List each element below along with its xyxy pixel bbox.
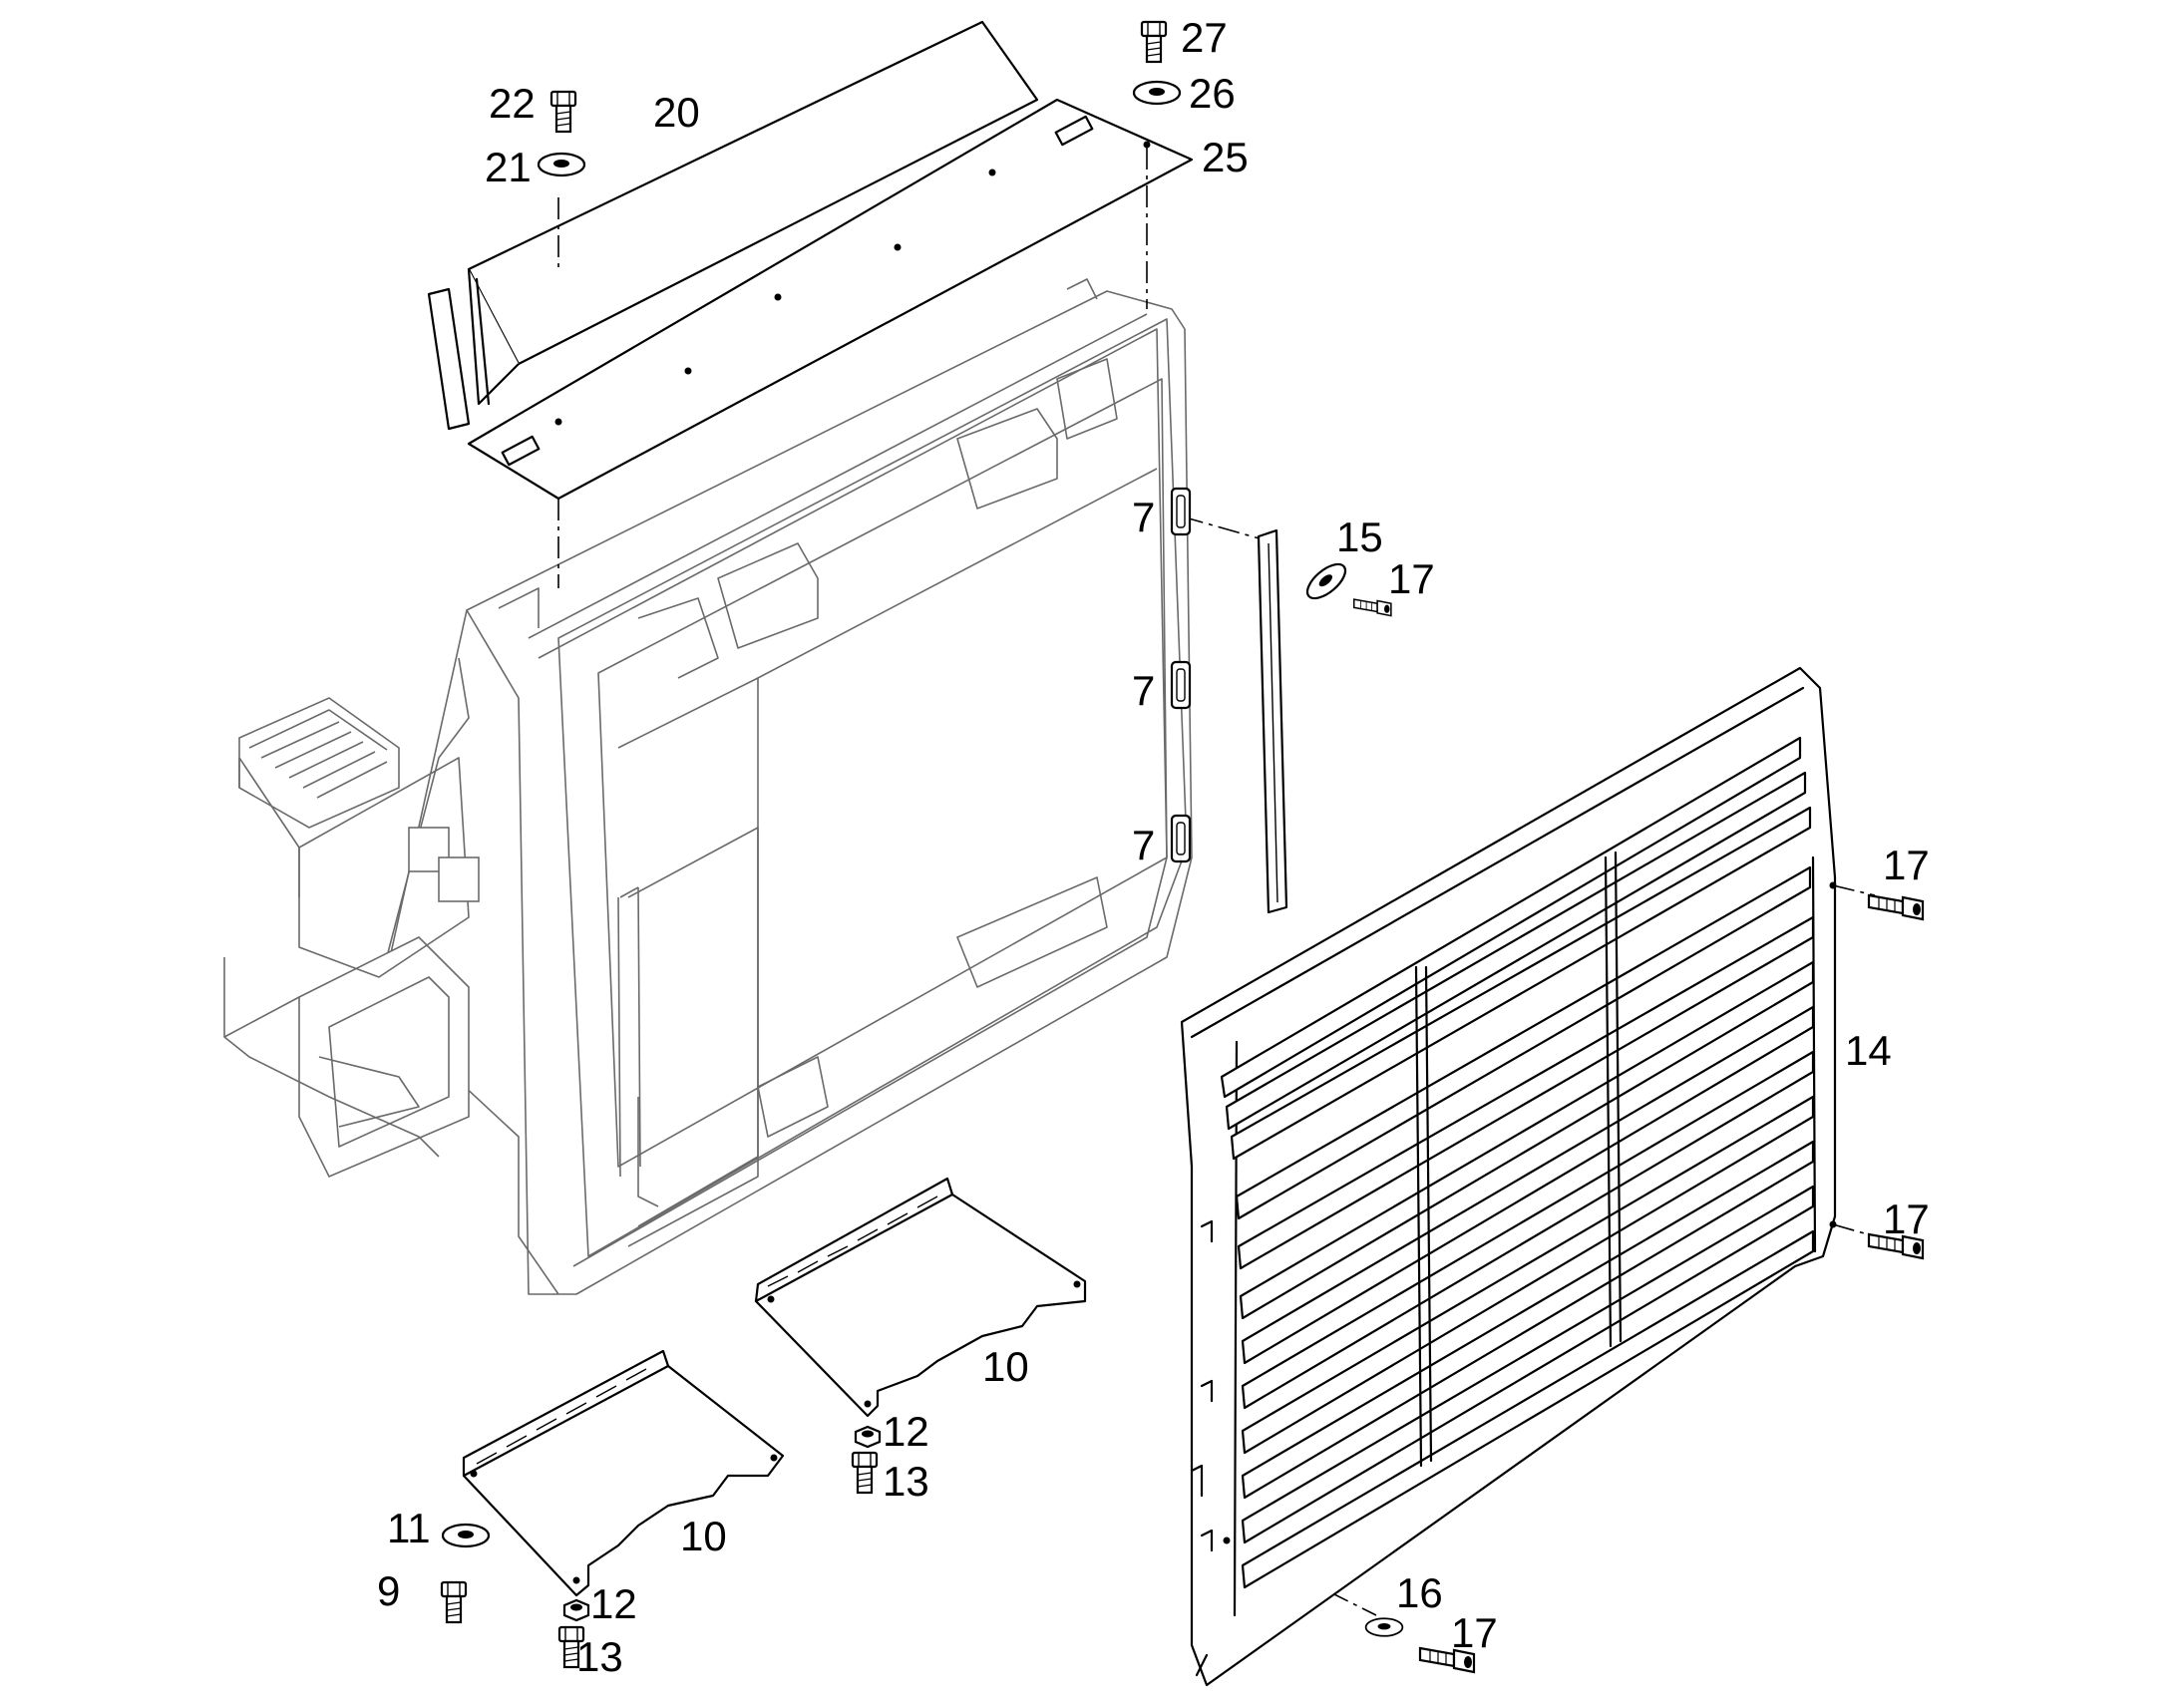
callout-7-top: 7 [1132, 494, 1155, 540]
callout-10-right: 10 [982, 1343, 1029, 1390]
callout-13-right: 13 [883, 1458, 929, 1505]
callout-27: 27 [1181, 14, 1228, 61]
washer-icon [537, 152, 586, 177]
callout-17-upper-right: 17 [1883, 842, 1930, 888]
radiator-frame-assembly [223, 278, 1193, 1295]
vertical-hinge-strip [1257, 528, 1288, 914]
callout-7-bottom: 7 [1132, 822, 1155, 868]
washer-icon [1300, 556, 1352, 606]
bolt-icon [1352, 598, 1392, 617]
callout-7-middle: 7 [1132, 667, 1155, 714]
callout-25: 25 [1202, 134, 1249, 180]
callout-26: 26 [1189, 70, 1236, 117]
callout-9: 9 [377, 1567, 400, 1614]
washer-icon [1132, 80, 1182, 106]
front-grille-14 [1180, 666, 1837, 1687]
grille-louvres [1220, 736, 1815, 1589]
washer-icon [441, 1523, 491, 1548]
bolt-icon [440, 1580, 468, 1624]
mounting-slots-7 [1170, 487, 1192, 863]
callout-15: 15 [1336, 513, 1383, 560]
bolt-icon [549, 90, 577, 134]
bolt-icon [1140, 20, 1168, 64]
washer-icon [1364, 1616, 1404, 1638]
callout-16: 16 [1396, 1569, 1443, 1616]
top-cover-panel-20 [427, 20, 1039, 431]
callout-12-left: 12 [590, 1580, 637, 1627]
callout-21: 21 [485, 144, 532, 190]
nut-icon [854, 1425, 882, 1449]
callout-12-right: 12 [883, 1408, 929, 1455]
nut-icon [562, 1598, 590, 1622]
top-cover-plate-25 [467, 98, 1194, 501]
callout-14: 14 [1845, 1027, 1892, 1074]
callout-17-lower-right: 17 [1883, 1196, 1930, 1242]
bolt-icon [1867, 893, 1925, 921]
callout-labels: 27 26 25 22 20 21 7 7 7 15 17 17 14 17 1… [377, 14, 1930, 1680]
callout-20: 20 [653, 89, 700, 136]
callout-11: 11 [387, 1505, 431, 1551]
callout-13-left: 13 [576, 1633, 623, 1680]
bolt-icon [851, 1451, 879, 1495]
callout-22: 22 [489, 80, 536, 127]
bottom-plate-10-right [754, 1177, 1087, 1418]
callout-17-bottom: 17 [1451, 1609, 1498, 1656]
callout-17-top: 17 [1388, 555, 1435, 602]
callout-10-left: 10 [680, 1513, 727, 1559]
bottom-plate-10-left [462, 1349, 785, 1597]
